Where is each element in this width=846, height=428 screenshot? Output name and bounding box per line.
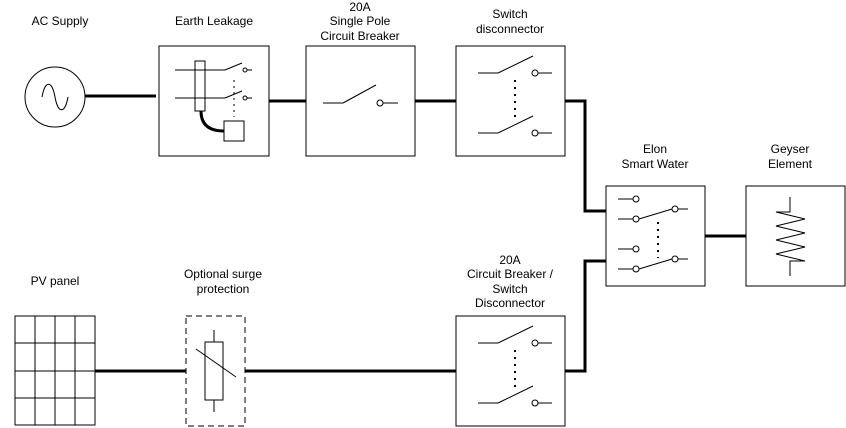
wire-switch-to-elon xyxy=(565,99,606,213)
surge-protector xyxy=(185,315,246,427)
surge-label-line1: Optional surge xyxy=(183,267,263,281)
ac-supply-label: AC Supply xyxy=(31,14,89,28)
breaker1-label-line2: Single Pole xyxy=(329,14,391,28)
wires xyxy=(85,94,746,373)
breaker-switch-disconnector xyxy=(455,315,566,427)
ac-supply-icon xyxy=(24,66,86,128)
breaker2-label-line4: Disconnector xyxy=(474,296,546,310)
geyser-element xyxy=(745,185,846,287)
earth-leakage-device xyxy=(158,45,270,157)
earth-leakage-label: Earth Leakage xyxy=(174,14,254,28)
wire-breaker2-to-elon xyxy=(565,259,606,373)
breaker1-label-line3: Circuit Breaker xyxy=(320,29,400,43)
geyser-label-line2: Element xyxy=(767,157,813,171)
trip-coil xyxy=(223,120,245,142)
elon-label-line1: Elon xyxy=(642,142,668,156)
pv-panel-label: PV panel xyxy=(30,274,80,288)
resistor-zigzag-icon xyxy=(775,197,806,276)
switch-label-line1: Switch xyxy=(492,7,528,21)
breaker2-label-line1: 20A xyxy=(499,253,521,267)
elon-label-line2: Smart Water xyxy=(621,157,689,171)
surge-label-line2: protection xyxy=(196,282,250,296)
breaker2-label-line2: Circuit Breaker / xyxy=(466,267,554,281)
toroid-core xyxy=(194,60,206,112)
elon-smart-water-switch xyxy=(605,185,706,287)
breaker2-label-line3: Switch xyxy=(492,282,528,296)
pv-panel-grid xyxy=(14,315,96,426)
switch-disconnector xyxy=(455,45,566,157)
switch-label-line2: disconnector xyxy=(475,22,545,36)
single-pole-breaker xyxy=(305,45,416,157)
breaker1-label-line1: 20A xyxy=(349,0,371,14)
geyser-label-line1: Geyser xyxy=(770,142,810,156)
varistor-icon xyxy=(204,341,224,401)
